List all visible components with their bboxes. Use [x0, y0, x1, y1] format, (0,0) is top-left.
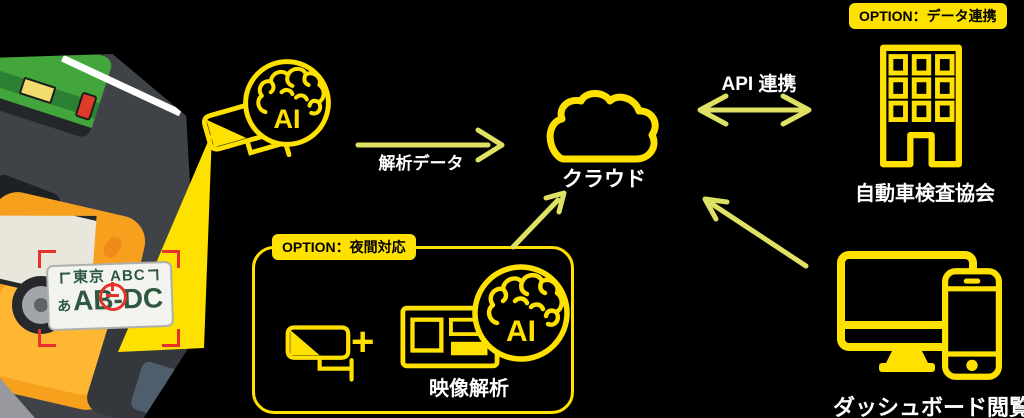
- crosshair-icon: [99, 282, 127, 311]
- api-arrow-label: API 連携: [721, 74, 797, 95]
- capture-corner-icon: [38, 250, 56, 268]
- api-arrow: [697, 93, 812, 127]
- org-label: 自動車検査協会: [855, 183, 995, 205]
- nightbox-to-cloud-arrow: [510, 190, 567, 250]
- cloud-label: クラウド: [562, 168, 646, 191]
- plus-sign: +: [351, 320, 375, 364]
- analysis-arrow: [355, 127, 505, 163]
- cloud-icon: [540, 88, 668, 170]
- ai-label: AI: [274, 104, 301, 134]
- smartphone-icon: [942, 268, 1002, 380]
- capture-corner-icon: [162, 329, 180, 347]
- dashboard-label: ダッシュボード閲覧: [833, 395, 1024, 418]
- analysis-arrow-label: 解析データ: [378, 154, 464, 173]
- night-option-badge: OPTION：夜間対応: [272, 234, 416, 260]
- capture-corner-icon: [162, 250, 180, 268]
- license-plate-capture: 東京 ABC あ AB-DC: [38, 250, 180, 347]
- capture-corner-icon: [38, 329, 56, 347]
- ai-brain-icon: AI: [242, 58, 332, 148]
- video-analysis-label: 映像解析: [429, 378, 509, 400]
- dashboard-to-cloud-arrow: [702, 196, 809, 269]
- building-icon: [877, 42, 965, 170]
- ai-brain-icon: AI: [471, 263, 571, 363]
- video-screen-icon: [400, 305, 500, 369]
- ai-label: AI: [506, 315, 536, 348]
- data-link-option-badge: OPTION：データ連携: [849, 3, 1007, 29]
